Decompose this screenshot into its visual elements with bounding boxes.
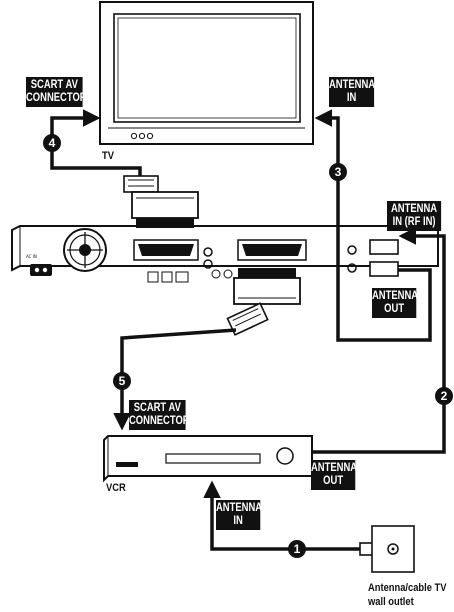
label-scart-av-tv-line1: SCART AV bbox=[30, 79, 78, 91]
power-inlet: AC IN bbox=[26, 254, 52, 276]
av-jacks bbox=[147, 247, 233, 283]
label-antenna-in-tv-line2: IN bbox=[346, 92, 357, 104]
outlet-caption-line2: wall outlet bbox=[368, 596, 414, 608]
label-scart-av-tv-line2: CONNECTOR bbox=[26, 92, 87, 104]
label-scart-av-vcr-line1: SCART AV bbox=[133, 402, 181, 414]
step-5-badge: 5 bbox=[113, 372, 131, 390]
step-2-badge: 2 bbox=[435, 387, 453, 405]
label-antenna-in-tv-line1: ANTENNA bbox=[329, 79, 376, 91]
scart-jack-ext1 bbox=[237, 239, 307, 261]
label-antenna-in-vcr-line1: ANTENNA bbox=[216, 502, 263, 514]
outlet-caption-line1: Antenna/cable TV bbox=[368, 582, 447, 594]
label-antenna-out-recorder-line2: OUT bbox=[384, 303, 405, 315]
step-3-badge: 3 bbox=[329, 163, 347, 181]
label-antenna-in-tv: ANTENNA IN bbox=[329, 77, 376, 107]
cable-2-antenna-vcr bbox=[310, 227, 446, 454]
label-antenna-out-vcr-line1: ANTENNA bbox=[311, 462, 358, 474]
label-antenna-out-recorder-line1: ANTENNA bbox=[372, 290, 419, 302]
rf-jacks bbox=[347, 245, 357, 273]
wall-outlet bbox=[371, 525, 415, 573]
label-antenna-in-rf: ANTENNA IN (RF IN) bbox=[387, 201, 442, 231]
tv-set bbox=[99, 1, 314, 145]
label-antenna-out-recorder: ANTENNA OUT bbox=[372, 288, 419, 318]
label-antenna-in-rf-line1: ANTENNA bbox=[390, 203, 438, 215]
label-scart-av-tv: SCART AV CONNECTOR bbox=[26, 77, 87, 107]
label-antenna-out-vcr: ANTENNA OUT bbox=[311, 460, 358, 490]
label-antenna-in-vcr-line2: IN bbox=[233, 515, 243, 527]
vcr-unit bbox=[103, 435, 313, 483]
vcr-caption: VCR bbox=[106, 482, 126, 494]
label-scart-av-vcr: SCART AV CONNECTOR bbox=[129, 400, 190, 430]
svg-text:AC IN: AC IN bbox=[26, 254, 37, 259]
recorder-rear-panel: AC IN bbox=[11, 225, 439, 283]
label-antenna-out-vcr-line2: OUT bbox=[323, 475, 344, 487]
cable-3-antenna-tv bbox=[314, 109, 432, 342]
label-antenna-in-rf-line2: IN (RF IN) bbox=[392, 216, 436, 228]
tv-caption: TV bbox=[102, 150, 114, 162]
scart-jack-ext2 bbox=[133, 239, 199, 261]
label-antenna-in-vcr: ANTENNA IN bbox=[216, 500, 263, 530]
step-4-badge: 4 bbox=[43, 134, 61, 152]
cooling-fan bbox=[63, 228, 107, 272]
label-scart-av-vcr-line2: CONNECTOR bbox=[129, 415, 190, 427]
step-1-badge: 1 bbox=[288, 540, 306, 558]
cable-4-scart-tv bbox=[50, 109, 199, 228]
cable-5-scart-vcr bbox=[113, 268, 301, 431]
